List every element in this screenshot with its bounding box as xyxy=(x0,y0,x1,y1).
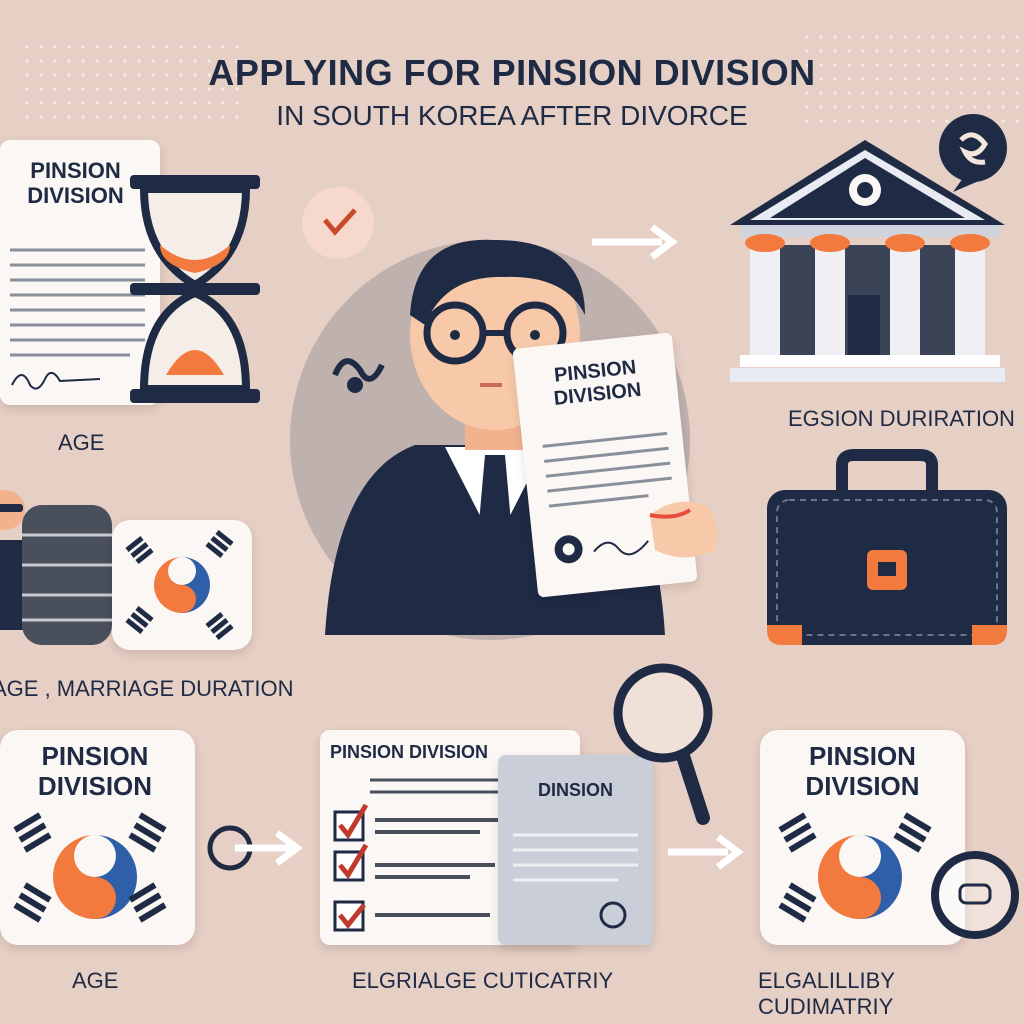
arrow-right-icon xyxy=(592,224,678,260)
page-title: APPLYING FOR PINSION DIVISION xyxy=(208,52,816,93)
small-document: DINSION xyxy=(498,755,653,945)
label-elgrialge: ELGRIALGE CUTICATRIY xyxy=(352,968,614,993)
label-marriage-duration: AGE , MARRIAGE DURATION xyxy=(0,676,294,701)
dot-pattern-top-right xyxy=(800,30,1020,130)
pension-flag-card-right: PINSION DIVISION xyxy=(760,730,965,945)
checklist-items xyxy=(333,778,520,932)
card-title: PINSION DIVISION xyxy=(805,741,920,801)
checklist-title: PINSION DIVISION xyxy=(330,742,489,762)
scribble-icon xyxy=(332,358,385,393)
speech-bubble-icon xyxy=(939,114,1007,192)
arrow-right-icon xyxy=(668,834,744,870)
briefcase-icon xyxy=(767,449,1007,645)
pension-document-top-left: PINSION DIVISION xyxy=(0,140,160,405)
label-elgalility: ELGALILLIBY CUDIMATRIY xyxy=(758,968,895,1019)
person-avatar-small xyxy=(0,490,25,630)
magnifier-icon xyxy=(613,663,713,825)
hand-icon xyxy=(649,501,718,558)
pension-flag-card-left: PINSION DIVISION xyxy=(0,730,195,945)
magnifier-icon xyxy=(931,851,1019,939)
checkmark-icon xyxy=(333,803,369,932)
korean-flag-card-left xyxy=(112,520,252,650)
hourglass-icon xyxy=(130,175,260,403)
label-age-bottom: AGE xyxy=(72,968,119,993)
bank-building-icon xyxy=(730,140,1005,382)
document-title: PINSION DIVISION xyxy=(27,158,124,209)
dot-pattern-top-left xyxy=(20,40,250,130)
document-lines xyxy=(513,833,638,929)
arrow-right-icon xyxy=(207,825,303,871)
korean-flag-icon xyxy=(125,530,234,640)
document-lines xyxy=(542,431,672,564)
card-title: PINSION DIVISION xyxy=(37,741,153,801)
label-egsion-duration: EGSION DURIRATION xyxy=(788,406,1015,431)
document-lines xyxy=(10,248,145,390)
coin-stack-icon xyxy=(22,505,112,645)
korean-flag-icon xyxy=(778,812,932,923)
small-document-title: DINSION xyxy=(537,780,613,800)
korean-flag-icon xyxy=(13,812,167,923)
label-age-top: AGE xyxy=(58,430,105,455)
heart-check-icon xyxy=(302,187,374,259)
pension-document-held: PINSION DIVISION xyxy=(512,332,698,598)
page-subtitle: IN SOUTH KOREA AFTER DIVORCE xyxy=(276,100,748,131)
